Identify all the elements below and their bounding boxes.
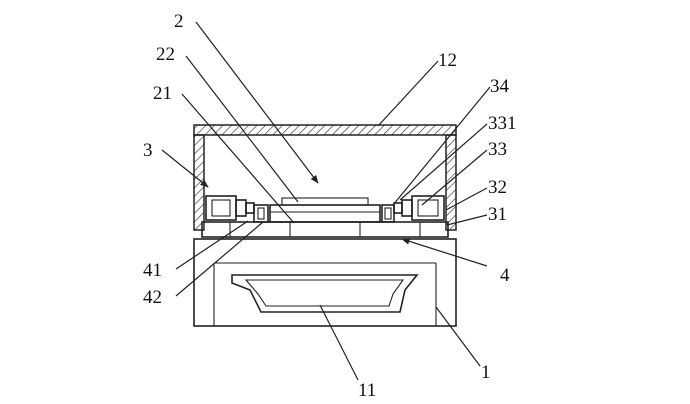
reference-labels: 2 22 21 3 12 34 331 33 32 31 41 42 4 11 …	[143, 11, 517, 401]
label-3: 3	[143, 140, 153, 161]
label-4: 4	[500, 265, 510, 286]
label-42: 42	[143, 287, 162, 308]
left-motor	[205, 195, 269, 223]
label-12: 12	[438, 50, 457, 71]
central-member	[269, 197, 381, 223]
drawer-window	[231, 274, 419, 313]
leader-lines	[161, 21, 491, 381]
label-32: 32	[488, 177, 507, 198]
label-21: 21	[153, 83, 172, 104]
label-22: 22	[156, 44, 175, 65]
label-1: 1	[481, 362, 491, 383]
base-housing	[193, 238, 457, 327]
top-cover	[193, 124, 457, 231]
right-motor	[381, 195, 445, 223]
label-31: 31	[488, 204, 507, 225]
label-2: 2	[174, 11, 184, 32]
base-plate	[201, 221, 449, 238]
label-33: 33	[488, 139, 507, 160]
label-34: 34	[490, 76, 510, 97]
label-11: 11	[358, 380, 376, 401]
label-41: 41	[143, 260, 162, 281]
label-331: 331	[488, 113, 517, 134]
